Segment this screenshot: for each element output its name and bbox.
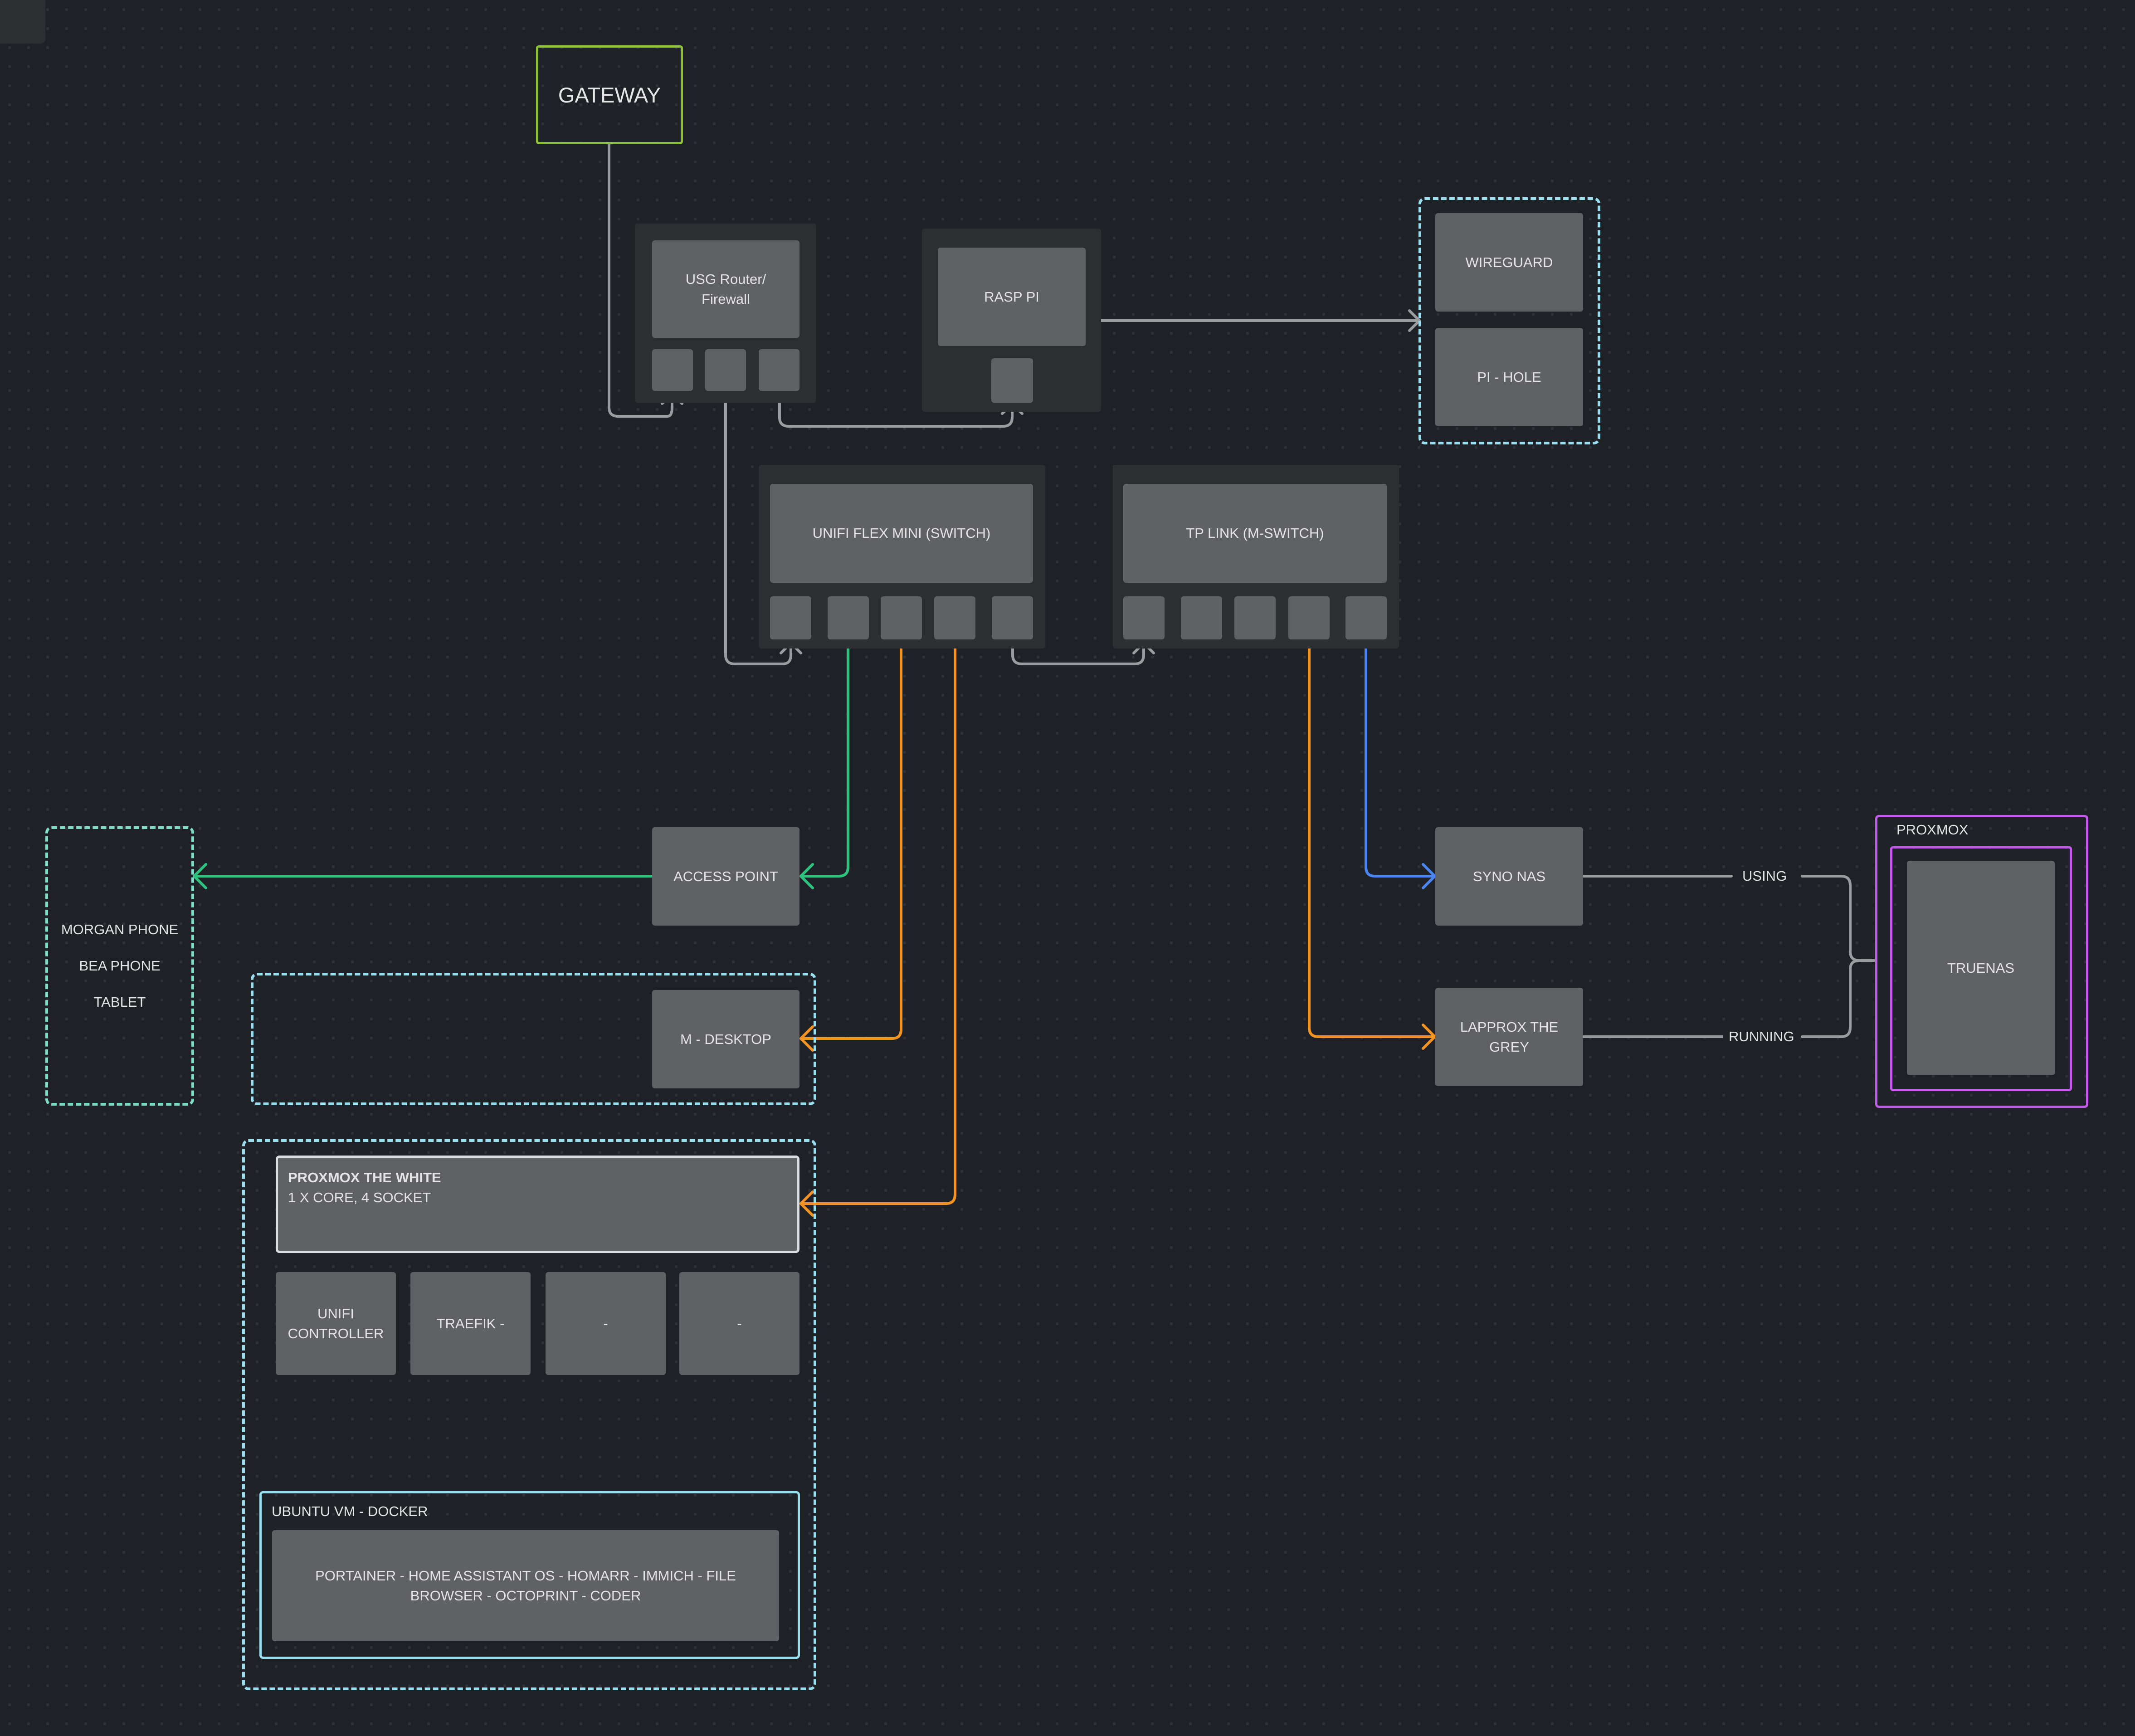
vpn-dns-group[interactable] <box>1418 197 1600 444</box>
corner-tab[interactable] <box>0 0 45 44</box>
arrow-desktop <box>799 1025 814 1052</box>
truenas-node[interactable]: TRUENAS <box>1907 861 2055 1075</box>
arrow-lapprox <box>1422 1024 1436 1050</box>
usg-router-node[interactable]: USG Router/ Firewall <box>652 240 799 338</box>
gateway-node[interactable]: GATEWAY <box>536 45 683 144</box>
device-bea-phone: BEA PHONE <box>79 958 161 974</box>
usg-port-1[interactable] <box>652 349 693 391</box>
arrow-proxmoxwhite <box>799 1190 814 1217</box>
truenas-vm-frame[interactable] <box>1890 846 2072 1091</box>
wire-gateway-usg <box>608 143 673 418</box>
tplink-node[interactable]: TP LINK (M-SWITCH) <box>1123 484 1387 583</box>
wire-usg-flex <box>724 390 792 665</box>
wire-lapprox-proxmox <box>1581 959 1861 1038</box>
raspi-node[interactable]: RASP PI <box>938 248 1086 346</box>
service-unifi-controller[interactable]: UNIFI CONTROLLER <box>276 1272 396 1375</box>
tplink-port-1[interactable] <box>1123 596 1165 639</box>
arrow-nas <box>1422 863 1436 889</box>
proxmox-white-subtitle: 1 X CORE, 4 SOCKET <box>288 1190 431 1205</box>
usg-port-2[interactable] <box>705 349 746 391</box>
raspi-port[interactable] <box>991 358 1033 403</box>
docker-apps-node[interactable]: PORTAINER - HOME ASSISTANT OS - HOMARR -… <box>272 1530 779 1641</box>
tplink-port-2[interactable] <box>1181 596 1222 639</box>
flex-port-2[interactable] <box>828 596 869 639</box>
usg-port-3[interactable] <box>759 349 799 391</box>
service-empty-1[interactable]: - <box>546 1272 666 1375</box>
flex-port-1[interactable] <box>770 596 811 639</box>
wire-flex-tplink <box>1011 638 1145 665</box>
flex-port-5[interactable] <box>992 596 1033 639</box>
proxmox-white-header[interactable]: PROXMOX THE WHITE 1 X CORE, 4 SOCKET <box>276 1156 799 1253</box>
service-traefik[interactable]: TRAEFIK - <box>410 1272 531 1375</box>
pihole-node[interactable]: PI - HOLE <box>1435 328 1583 426</box>
wire-flex-proxmoxwhite <box>799 638 956 1205</box>
wireguard-node[interactable]: WIREGUARD <box>1435 213 1583 312</box>
wire-tplink-nas <box>1365 638 1436 878</box>
wire-usg-raspi <box>778 390 1014 428</box>
service-empty-2[interactable]: - <box>679 1272 799 1375</box>
unifi-flex-node[interactable]: UNIFI FLEX MINI (SWITCH) <box>770 484 1033 583</box>
proxmox-white-title: PROXMOX THE WHITE <box>288 1170 441 1185</box>
ubuntu-vm-title: UBUNTU VM - DOCKER <box>272 1503 428 1519</box>
lapprox-node[interactable]: LAPPROX THE GREY <box>1435 988 1583 1086</box>
wireless-devices-group[interactable]: MORGAN PHONE BEA PHONE TABLET <box>45 826 194 1106</box>
gateway-label: GATEWAY <box>558 83 661 107</box>
edge-label-running: RUNNING <box>1723 1028 1800 1046</box>
wire-tplink-lapprox <box>1308 638 1436 1038</box>
arrow-devices <box>193 863 207 889</box>
flex-port-4[interactable] <box>934 596 975 639</box>
proxmox-white-group[interactable] <box>242 1139 816 1690</box>
wire-flex-desktop <box>799 638 902 1040</box>
m-desktop-node[interactable]: M - DESKTOP <box>652 990 799 1088</box>
desktop-group[interactable] <box>251 973 816 1105</box>
device-tablet: TABLET <box>93 994 146 1010</box>
ubuntu-vm-group[interactable]: UBUNTU VM - DOCKER <box>259 1491 800 1659</box>
wire-flex-accesspoint <box>799 638 849 878</box>
tplink-port-3[interactable] <box>1234 596 1276 639</box>
arrow-accesspoint <box>799 863 814 889</box>
edge-label-using: USING <box>1737 867 1793 885</box>
access-point-node[interactable]: ACCESS POINT <box>652 827 799 926</box>
device-morgan-phone: MORGAN PHONE <box>61 922 179 937</box>
tplink-port-5[interactable] <box>1345 596 1387 639</box>
proxmox-group[interactable]: PROXMOX <box>1875 815 2088 1108</box>
tplink-port-4[interactable] <box>1288 596 1330 639</box>
flex-port-3[interactable] <box>881 596 922 639</box>
proxmox-group-title: PROXMOX <box>1896 822 1969 838</box>
syno-nas-node[interactable]: SYNO NAS <box>1435 827 1583 926</box>
wire-nas-proxmox <box>1581 875 1876 962</box>
